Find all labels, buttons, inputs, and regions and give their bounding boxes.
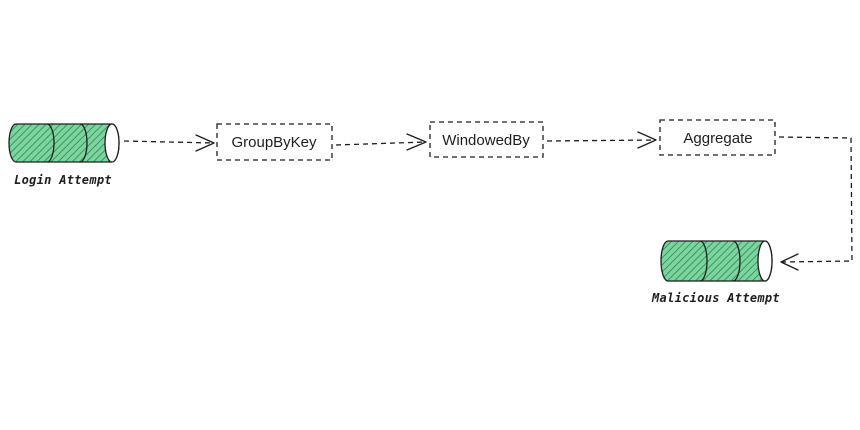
groupbykey-node: GroupByKey — [216, 123, 333, 161]
aggregate-label: Aggregate — [683, 130, 752, 147]
edge-login-to-groupbykey — [123, 134, 215, 152]
edge-aggregate-to-malicious — [778, 136, 853, 271]
topic-cylinder-icon — [8, 123, 120, 163]
arrowhead-icon — [637, 131, 657, 149]
arrowhead-icon — [780, 253, 799, 271]
arrowhead-icon — [195, 134, 215, 152]
malicious-attempt-topic: Malicious Attempt — [651, 240, 780, 305]
windowedby-node: WindowedBy — [429, 121, 544, 158]
malicious-attempt-label: Malicious Attempt — [651, 291, 780, 305]
arrowhead-icon — [406, 133, 427, 151]
groupbykey-label: GroupByKey — [231, 134, 317, 151]
edge-windowedby-to-aggregate — [546, 131, 657, 149]
aggregate-node: Aggregate — [659, 119, 776, 156]
login-attempt-topic: Login Attempt — [8, 123, 120, 187]
edge-groupbykey-to-windowedby — [335, 133, 427, 151]
topic-cylinder-icon — [660, 240, 773, 282]
login-attempt-label: Login Attempt — [14, 173, 112, 187]
windowedby-label: WindowedBy — [442, 132, 530, 149]
